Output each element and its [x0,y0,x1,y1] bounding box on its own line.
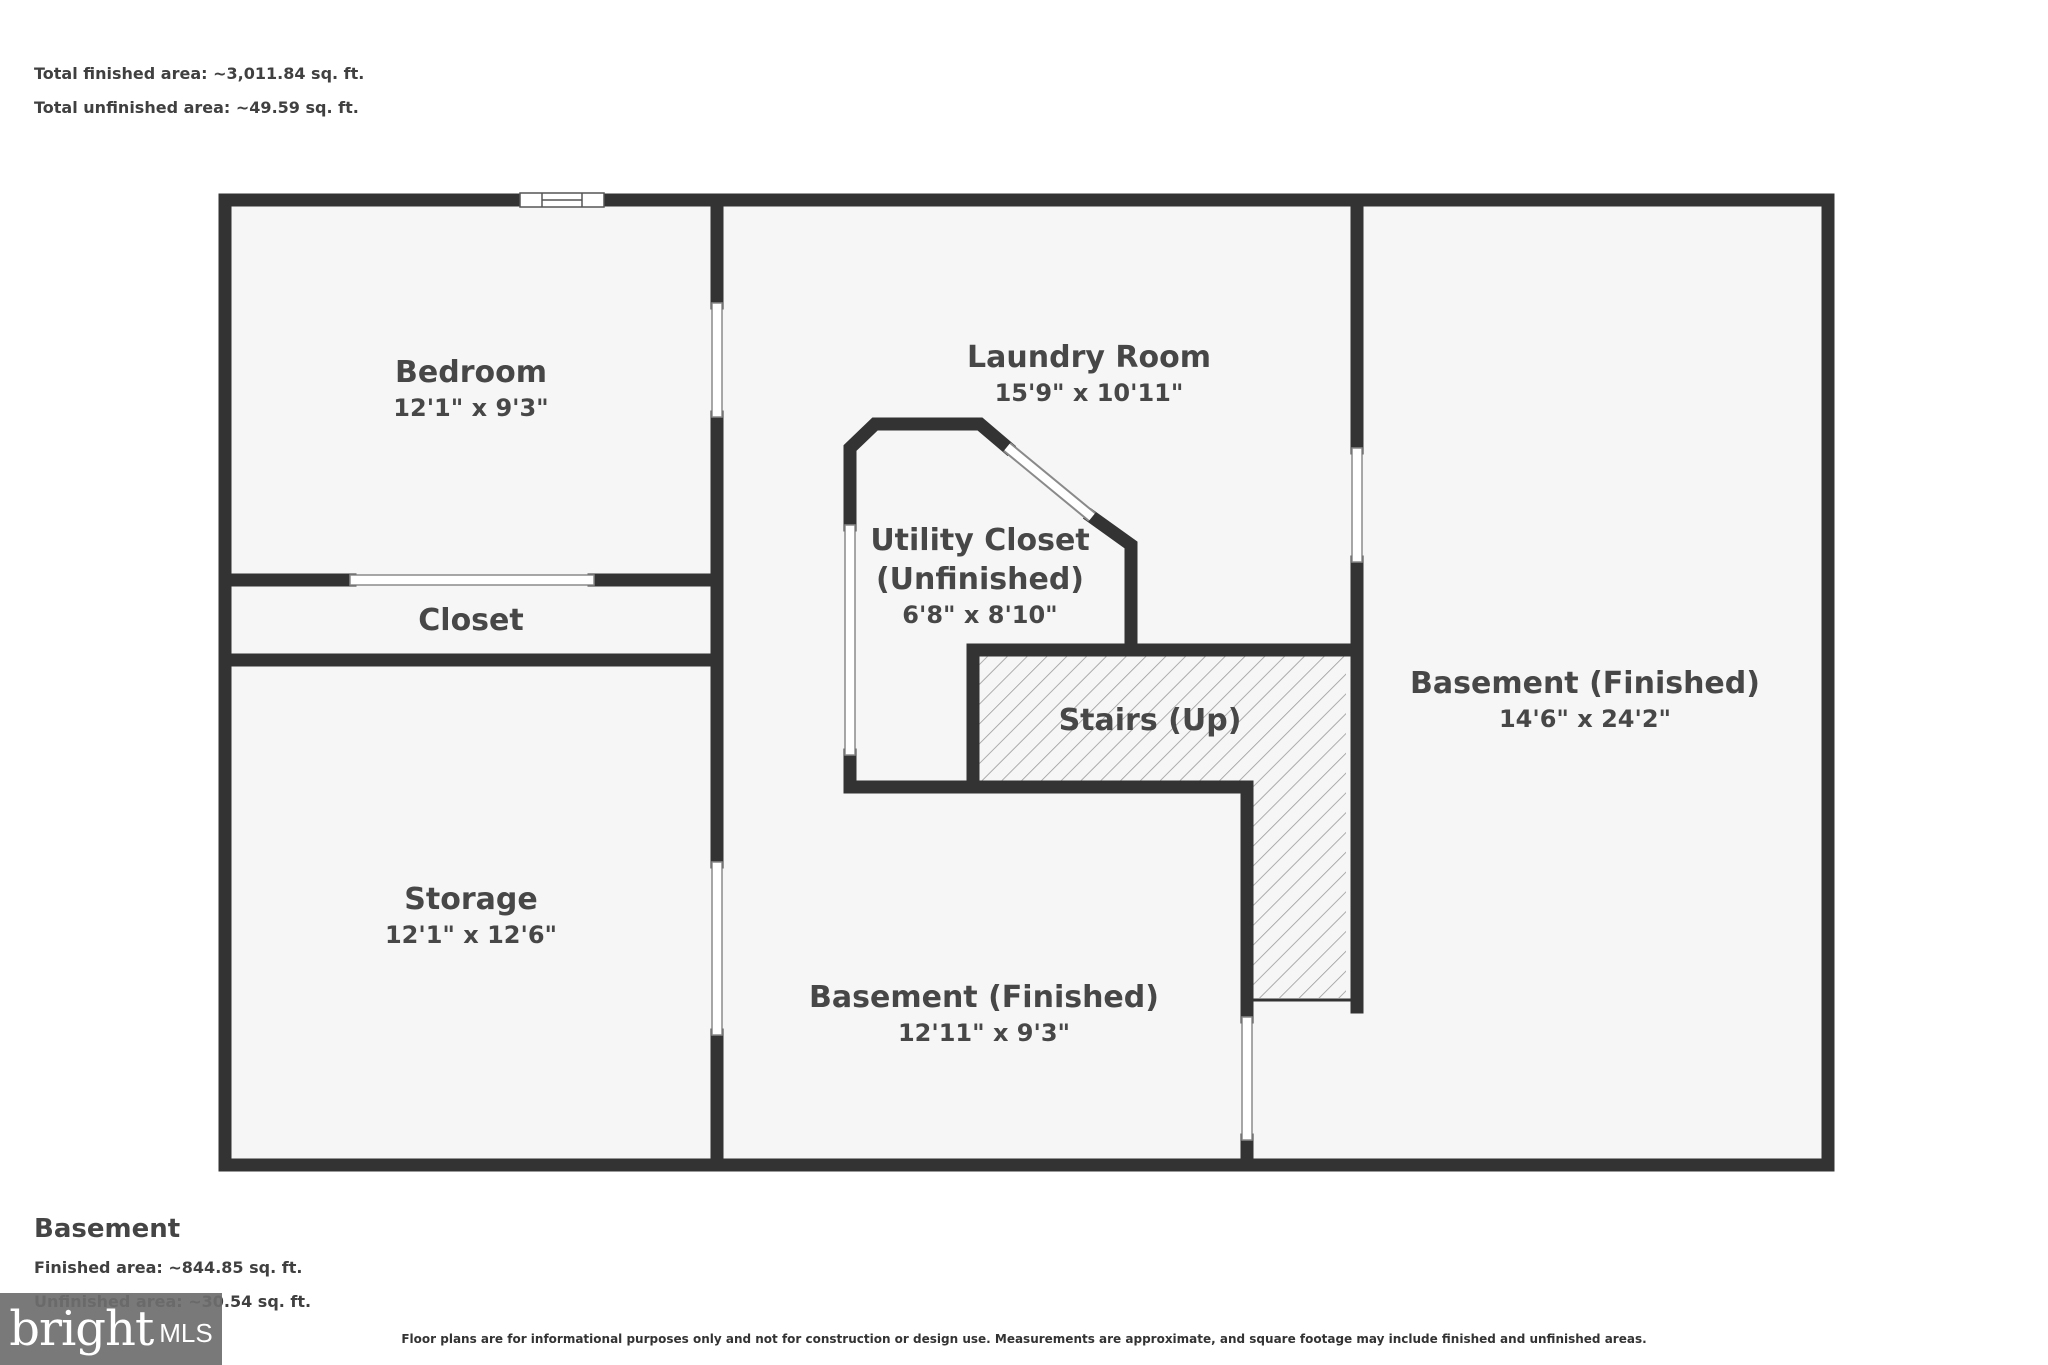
openings [349,302,1363,1141]
storage-name: Storage [404,882,537,917]
bedroom-name: Bedroom [395,355,547,390]
basement-right-name: Basement (Finished) [1410,666,1760,701]
storage-dimensions: 12'1" x 12'6" [385,921,557,949]
laundry-room-name: Laundry Room [967,340,1211,375]
bright-mls-logo: bright MLS [0,1293,222,1365]
walls [218,193,1835,1172]
utility-closet-wall [1082,507,1138,649]
laundry-room-dimensions: 15'9" x 10'11" [995,379,1184,407]
floor-title: Basement [34,1214,181,1244]
doorway [711,302,723,418]
logo-suffix: MLS [159,1317,213,1348]
basement-right-dimensions: 14'6" x 24'2" [1499,705,1671,733]
utility-closet-wall [843,417,1017,532]
utility-opening [844,524,856,756]
utility-closet-status: (Unfinished) [876,562,1084,597]
doorway [711,861,723,1036]
closet-name: Closet [418,603,523,638]
closet-opening [349,574,595,586]
logo-wordmark: bright [9,1301,154,1357]
floor-finished-area: Finished area: ~844.85 sq. ft. [34,1258,303,1277]
basement-center-name: Basement (Finished) [809,980,1159,1015]
utility-door-inner [1004,443,1095,521]
doorway [1241,1016,1253,1141]
utility-closet-name: Utility Closet [870,523,1089,558]
stairs-name: Stairs (Up) [1059,703,1242,738]
total-unfinished-area: Total unfinished area: ~49.59 sq. ft. [34,98,359,117]
bedroom-dimensions: 12'1" x 9'3" [393,394,548,422]
exterior-wall [218,193,1835,1172]
total-finished-area: Total finished area: ~3,011.84 sq. ft. [34,64,365,83]
doorway [1351,447,1363,563]
utility-closet-dimensions: 6'8" x 8'10" [902,601,1057,629]
basement-center-dimensions: 12'11" x 9'3" [898,1019,1070,1047]
disclaimer: Floor plans are for informational purpos… [401,1332,1647,1346]
